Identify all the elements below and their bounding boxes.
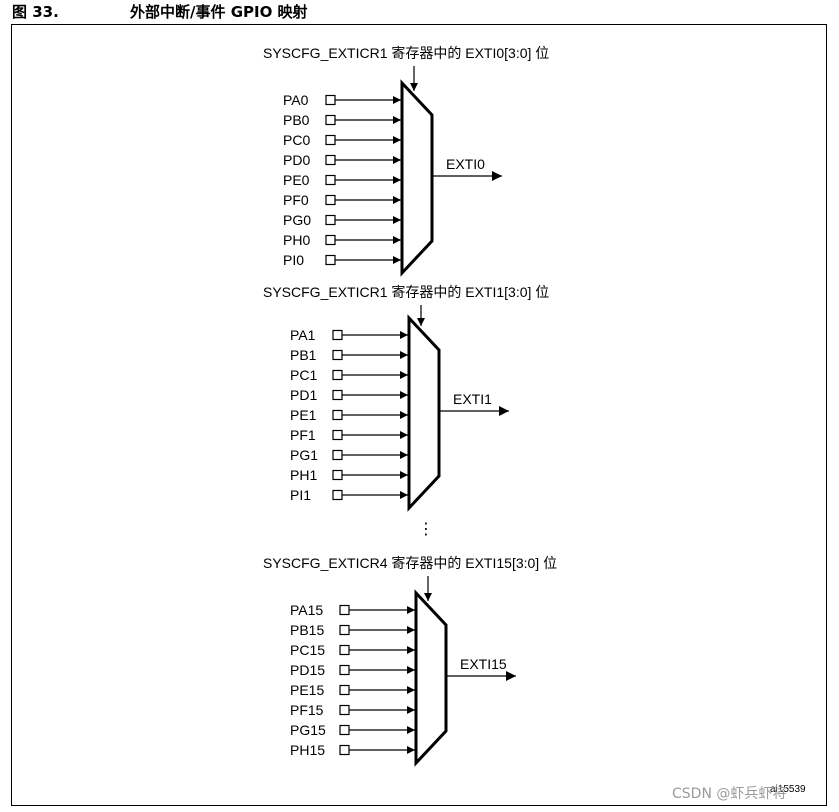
mux-group-1: SYSCFG_EXTICR1 寄存器中的 EXTI1[3:0] 位 PA1PB1P… bbox=[263, 284, 549, 512]
gpio-pin-label: PB0 bbox=[283, 112, 310, 128]
gpio-pin-label: PE0 bbox=[283, 172, 310, 188]
pin-terminal bbox=[325, 214, 336, 226]
gpio-pin-label: PH0 bbox=[283, 232, 310, 248]
pin-terminal bbox=[325, 94, 336, 106]
gpio-pin-label: PG0 bbox=[283, 212, 311, 228]
pin-terminal bbox=[339, 624, 350, 636]
mux-groups: SYSCFG_EXTICR1 寄存器中的 EXTI0[3:0] 位 PA0PB0P… bbox=[263, 45, 557, 767]
gpio-pin-label: PD0 bbox=[283, 152, 310, 168]
pin-terminal bbox=[325, 234, 336, 246]
multiplexer bbox=[414, 589, 448, 767]
mux-select-label: SYSCFG_EXTICR4 寄存器中的 EXTI15[3:0] 位 bbox=[263, 555, 557, 571]
gpio-pin-label: PA1 bbox=[290, 327, 316, 343]
mux-group-0: SYSCFG_EXTICR1 寄存器中的 EXTI0[3:0] 位 PA0PB0P… bbox=[263, 45, 549, 277]
gpio-pin-label: PA15 bbox=[290, 602, 323, 618]
exti-output-label: EXTI1 bbox=[453, 391, 492, 407]
pin-terminal bbox=[339, 744, 350, 756]
gpio-pin-label: PB1 bbox=[290, 347, 317, 363]
gpio-pin-label: PH1 bbox=[290, 467, 317, 483]
gpio-pin-label: PA0 bbox=[283, 92, 309, 108]
gpio-pin-label: PI1 bbox=[290, 487, 311, 503]
pin-terminal bbox=[332, 409, 343, 421]
figure-number: 图 33. bbox=[12, 3, 59, 21]
gpio-pin-label: PG1 bbox=[290, 447, 318, 463]
gpio-pin-label: PI0 bbox=[283, 252, 304, 268]
figure-title: 图 33. 外部中断/事件 GPIO 映射 bbox=[12, 1, 308, 22]
multiplexer bbox=[407, 314, 441, 512]
pin-terminal bbox=[339, 604, 350, 616]
reference-code: ai15539 bbox=[770, 784, 806, 795]
gpio-pin-label: PG15 bbox=[290, 722, 326, 738]
pin-terminal bbox=[332, 489, 343, 501]
gpio-pin-label: PC1 bbox=[290, 367, 317, 383]
gpio-pin-label: PF0 bbox=[283, 192, 309, 208]
gpio-pin-label: PD1 bbox=[290, 387, 317, 403]
gpio-pin-label: PH15 bbox=[290, 742, 325, 758]
gpio-pin-label: PB15 bbox=[290, 622, 324, 638]
pin-terminal bbox=[325, 154, 336, 166]
figure-frame bbox=[11, 24, 827, 806]
pin-terminal bbox=[339, 704, 350, 716]
pin-terminal bbox=[332, 369, 343, 381]
gpio-pin-label: PC0 bbox=[283, 132, 310, 148]
gpio-pin-label: PF1 bbox=[290, 427, 316, 443]
multiplexer bbox=[400, 79, 434, 277]
mux-group-2: SYSCFG_EXTICR4 寄存器中的 EXTI15[3:0] 位 PA15PB… bbox=[263, 555, 557, 767]
exti-output-label: EXTI15 bbox=[460, 656, 507, 672]
pin-terminal bbox=[332, 429, 343, 441]
gpio-pin-label: PE15 bbox=[290, 682, 324, 698]
pin-terminal bbox=[332, 349, 343, 361]
pin-terminal bbox=[339, 664, 350, 676]
mux-select-label: SYSCFG_EXTICR1 寄存器中的 EXTI0[3:0] 位 bbox=[263, 45, 549, 61]
pin-terminal bbox=[325, 194, 336, 206]
pin-terminal bbox=[332, 449, 343, 461]
figure-caption: 外部中断/事件 GPIO 映射 bbox=[130, 3, 308, 21]
gpio-pin-label: PD15 bbox=[290, 662, 325, 678]
gpio-pin-label: PC15 bbox=[290, 642, 325, 658]
pin-terminal bbox=[325, 134, 336, 146]
mux-select-label: SYSCFG_EXTICR1 寄存器中的 EXTI1[3:0] 位 bbox=[263, 284, 549, 300]
pin-terminal bbox=[332, 469, 343, 481]
pin-terminal bbox=[332, 389, 343, 401]
pin-terminal bbox=[339, 644, 350, 656]
pin-terminal bbox=[325, 174, 336, 186]
pin-terminal bbox=[325, 254, 336, 266]
ellipsis: ⋮ bbox=[418, 521, 434, 538]
pin-terminal bbox=[339, 724, 350, 736]
gpio-pin-label: PF15 bbox=[290, 702, 324, 718]
pin-terminal bbox=[332, 329, 343, 341]
watermark: CSDN @虾兵虾将 bbox=[672, 786, 786, 802]
gpio-pin-label: PE1 bbox=[290, 407, 317, 423]
pin-terminal bbox=[325, 114, 336, 126]
pin-terminal bbox=[339, 684, 350, 696]
exti-output-label: EXTI0 bbox=[446, 156, 485, 172]
